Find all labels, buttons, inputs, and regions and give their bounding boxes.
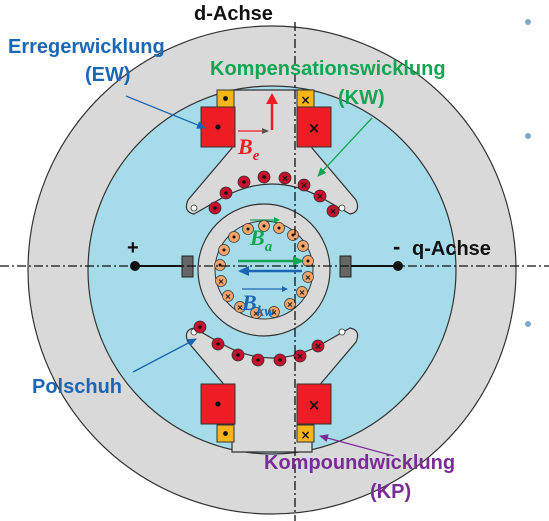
armature-vector-label: Ba [249, 225, 273, 255]
leader-compound-winding [319, 434, 395, 457]
terminal-plus [130, 261, 140, 271]
slot-hole [338, 328, 346, 336]
dot-current-out-icon [215, 401, 221, 407]
compensation-winding-lower: × × [193, 320, 325, 367]
svg-text:×: × [314, 342, 322, 352]
d-axis-label: d-Achse [194, 3, 273, 25]
cross-current-in-icon: × [308, 119, 321, 137]
field-winding-abbr: (EW) [85, 64, 131, 86]
slot-hole [338, 204, 346, 212]
compound-winding-abbr: (KP) [370, 481, 411, 503]
compound-winding-label: Kompoundwicklung [264, 452, 455, 474]
cross-current-in-icon: × [308, 396, 321, 414]
armature-conductors: × × × × × × × × [214, 220, 314, 319]
svg-text:×: × [218, 277, 225, 286]
compensation-winding-label: Kompensationswicklung [210, 58, 446, 80]
compensation-winding-abbr: (KW) [338, 87, 385, 109]
pole-shoe-label: Polschuh [32, 376, 122, 398]
svg-text:×: × [300, 93, 310, 107]
field-coil-lower-right [296, 383, 332, 425]
svg-text:×: × [225, 292, 232, 301]
svg-text:×: × [300, 181, 308, 191]
excitation-vector-label: Be [237, 134, 260, 164]
terminal-plus-label: + [127, 237, 139, 259]
svg-text:×: × [253, 309, 260, 318]
bullet-fragment [525, 133, 531, 139]
dot-current-out-icon [215, 124, 221, 130]
upper-main-pole [185, 89, 359, 215]
bullet-fragment [525, 321, 531, 327]
svg-text:×: × [329, 207, 337, 217]
compound-coil-upper-right [296, 89, 315, 108]
svg-text:×: × [296, 352, 304, 362]
svg-text:×: × [281, 174, 289, 184]
svg-text:×: × [237, 303, 244, 312]
leader-compensation-winding [317, 117, 373, 177]
field-coil-upper-right [296, 106, 332, 148]
svg-text:×: × [287, 300, 294, 309]
leader-pole-shoe [132, 338, 197, 373]
svg-text:×: × [300, 428, 310, 442]
compensation-winding-upper: × × × × [208, 170, 340, 218]
terminal-minus-label: - [393, 234, 400, 259]
field-winding-label: Erregerwicklung [8, 36, 165, 58]
svg-text:×: × [271, 308, 278, 317]
svg-text:×: × [316, 192, 324, 202]
compensation-vector-label: Bkw [241, 290, 275, 320]
slot-hole [190, 204, 198, 212]
compound-coil-lower-right [296, 424, 315, 443]
leader-field-winding [125, 95, 206, 129]
q-axis-label: q-Achse [412, 238, 491, 260]
svg-text:×: × [305, 273, 312, 282]
bullet-fragment [525, 19, 531, 25]
svg-text:×: × [299, 288, 306, 297]
